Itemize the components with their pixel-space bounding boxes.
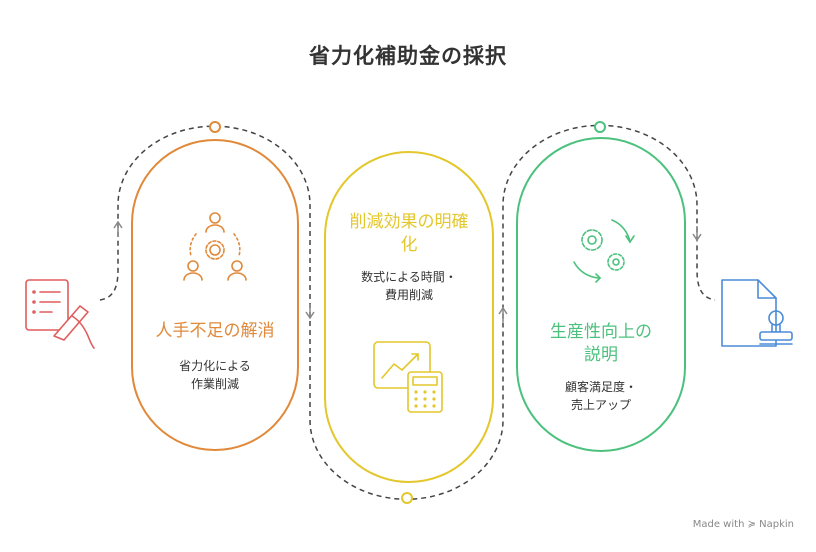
stage-2-desc-line-2: 費用削減: [384, 288, 433, 302]
stage-2-desc-line-1: 数式による時間・: [361, 270, 457, 284]
stage-pill-2: [324, 151, 494, 483]
stage-2-title-line-2: 化: [400, 235, 418, 255]
stage-2-title: 削減効果の明確 化: [325, 211, 493, 257]
node-green: [594, 121, 606, 133]
stage-1-title: 人手不足の解消: [155, 321, 275, 341]
stage-1-desc: 省力化による 作業削減: [132, 357, 298, 393]
stage-1-desc-line-2: 作業削減: [190, 377, 239, 391]
stage-3-desc-line-1: 顧客満足度・: [564, 380, 637, 394]
stage-pill-3: [516, 137, 686, 452]
document-pen-icon: [25, 279, 95, 349]
stage-3-desc: 顧客満足度・ 売上アップ: [517, 378, 685, 414]
document-stamp-icon: [721, 279, 793, 347]
napkin-credit[interactable]: Made with ≽ Napkin: [692, 519, 794, 530]
connector-path: [99, 124, 716, 500]
node-orange: [209, 121, 221, 133]
page-title: 省力化補助金の採択: [309, 44, 507, 68]
gears-cycle-icon: [573, 219, 635, 283]
chart-calculator-icon: [373, 341, 443, 413]
stage-3-title-line-2: 説明: [584, 345, 618, 365]
stage-pill-1: [131, 139, 299, 451]
stage-3-desc-line-2: 売上アップ: [570, 398, 631, 412]
node-yellow: [401, 492, 413, 504]
stage-3-title: 生産性向上の 説明: [517, 321, 685, 367]
stage-2-desc: 数式による時間・ 費用削減: [325, 268, 493, 304]
stage-3-title-line-1: 生産性向上の: [550, 322, 652, 342]
stage-2-title-line-1: 削減効果の明確: [349, 212, 469, 232]
stage-1-desc-line-1: 省力化による: [179, 359, 251, 373]
people-gear-icon: [183, 212, 247, 281]
